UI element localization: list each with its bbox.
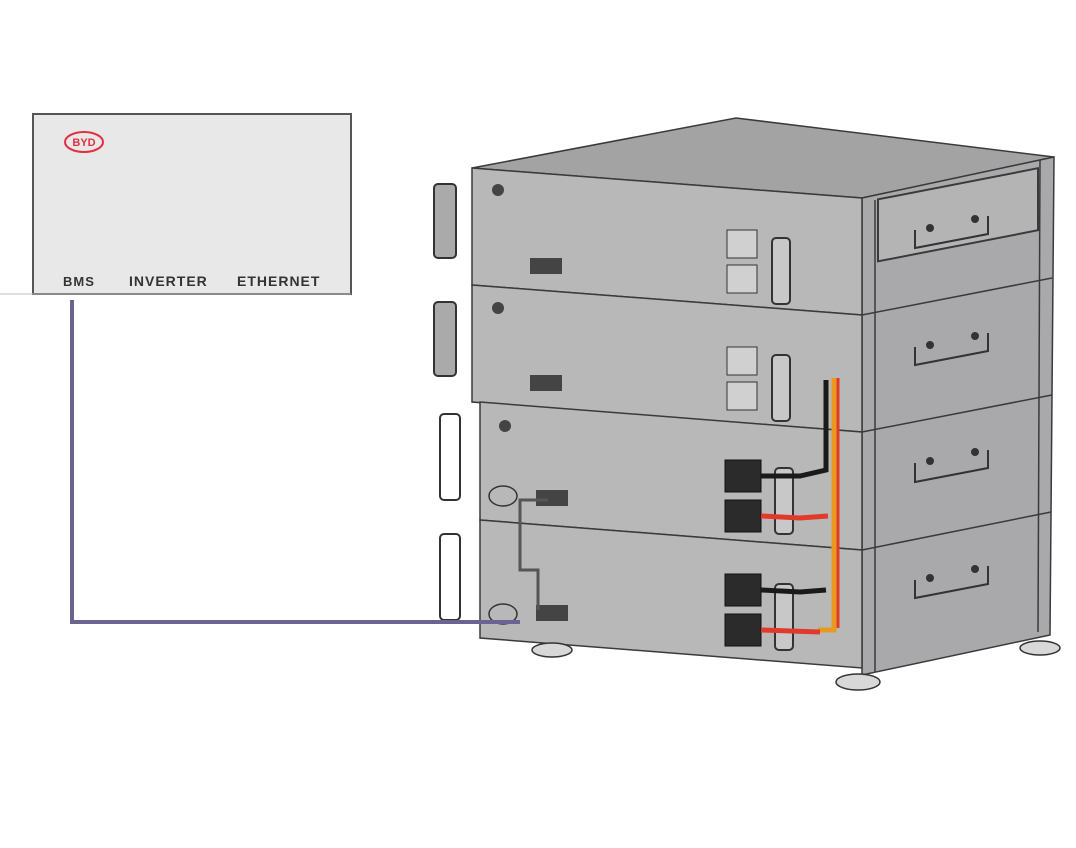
module-2-terminal-upper [726,346,758,376]
module-3-front-handle-left [439,413,461,501]
module-4-negative-lead [760,587,827,595]
foot-back-right [1019,640,1061,656]
module-1-terminal-upper [726,229,758,259]
module-3-terminal-lower [724,499,762,533]
side-handles [877,167,1039,600]
module-1-terminal-lower [726,264,758,294]
foot-front-right [835,673,881,691]
side-handle-3 [914,448,989,484]
power-cables [760,378,840,635]
battery-module-2 [433,284,863,433]
module-1-power-button [492,184,504,196]
module-1-front-handle-right [771,237,791,305]
stack-feet [531,640,1061,691]
port-label-inverter: INVERTER [129,273,208,289]
comm-link-module3-module4 [518,498,548,610]
port-label-bms: BMS [63,274,95,289]
side-handle-1 [877,167,1039,263]
module-1-comm-ports [530,258,562,274]
module-2-power-button [492,302,504,314]
bms-communication-cable [70,300,520,624]
module-2-comm-ports [530,375,562,391]
module-3-power-button [499,420,511,432]
main-positive-riser [818,378,837,633]
module-2-terminal-lower [726,381,758,411]
module-3-positive-lead [760,513,829,521]
bms-box-body [32,113,352,295]
port-label-ethernet: ETHERNET [237,273,320,289]
module-2-front-handle-right [771,354,791,422]
module-4-front-handle-right [774,583,794,651]
module-4-positive-lead [760,627,821,635]
module-1-front-handle-left [433,183,457,259]
module-2-front-handle-left [433,301,457,377]
module-4-comm-ports [536,605,568,621]
foot-front-left [531,642,573,658]
module-3-negative-lead [761,380,829,479]
byd-logo: BYD [64,131,104,153]
byd-logo-text: BYD [72,137,95,149]
module-4-front-handle-left [439,533,461,621]
side-handle-4 [914,565,989,600]
module-4-terminal-upper [724,573,762,607]
bms-control-box: BYD BMS INVERTER ETHERNET [0,113,352,295]
module-4-terminal-lower [724,613,762,647]
module-3-terminal-upper [724,459,762,493]
module-3-vent [488,485,518,507]
stack-housing [471,117,1055,676]
side-handle-2 [914,332,989,367]
module-3-comm-ports [536,490,568,506]
